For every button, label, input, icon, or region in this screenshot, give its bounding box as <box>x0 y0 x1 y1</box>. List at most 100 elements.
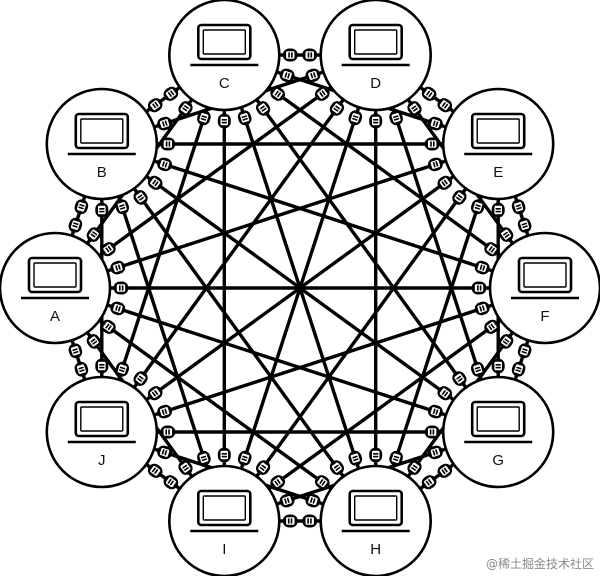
connector-G-I-a <box>427 445 443 460</box>
connector-A-J-b <box>74 361 89 377</box>
connector-C-G-b <box>452 371 467 386</box>
link-E-I <box>254 185 469 480</box>
connector-D-J-b <box>133 371 148 386</box>
connector-D-F-b <box>499 227 514 242</box>
connector-A-C-b <box>178 101 193 116</box>
connector-A-E-a <box>110 260 126 275</box>
connector-B-J-a <box>95 202 109 218</box>
connector-C-G-a <box>256 101 271 116</box>
connector-A-D-a <box>101 242 116 257</box>
connector-C-D-a <box>282 48 298 62</box>
connector-H-J-b <box>157 445 173 460</box>
connector-D-I-b <box>237 450 252 466</box>
connector-C-D-b <box>302 48 318 62</box>
connector-E-J-b <box>147 386 163 401</box>
connector-F-G-a <box>517 343 532 359</box>
connector-A-H-a <box>101 319 116 334</box>
link-B-I <box>116 193 210 472</box>
connector-H-I-a <box>302 514 318 528</box>
node-label: C <box>219 75 230 92</box>
connector-A-G-b <box>427 404 443 419</box>
connector-C-H-a <box>237 110 252 126</box>
connector-A-I-b <box>178 460 193 475</box>
connector-A-B-b <box>74 199 89 215</box>
connector-A-G-a <box>110 301 126 316</box>
connector-B-D-b <box>305 68 321 83</box>
link-C-F <box>266 84 504 259</box>
connector-D-E-b <box>437 98 453 113</box>
laptop-icon <box>341 23 410 67</box>
node-a: A <box>0 231 112 345</box>
node-g: G <box>441 375 555 489</box>
node-f: F <box>488 231 600 345</box>
connector-C-E-a <box>279 68 295 83</box>
connector-G-H-b <box>421 475 437 490</box>
connector-B-I-a <box>115 199 130 215</box>
connector-E-I-b <box>256 460 271 475</box>
connector-C-F-a <box>270 86 286 101</box>
node-label: I <box>222 541 226 558</box>
connector-F-H-b <box>407 460 422 475</box>
connector-A-F-a <box>113 281 129 295</box>
connector-B-E-a <box>160 137 176 151</box>
node-e: E <box>441 87 555 201</box>
node-label: F <box>540 308 549 325</box>
link-A-D <box>96 84 334 259</box>
node-label: B <box>97 164 107 181</box>
connector-H-J-a <box>305 493 321 508</box>
node-label: A <box>50 308 60 325</box>
connector-G-J-b <box>160 425 176 439</box>
connector-B-H-a <box>133 190 148 205</box>
connector-C-E-b <box>427 116 443 131</box>
connector-A-E-b <box>427 157 443 172</box>
connector-B-I-b <box>197 450 211 466</box>
connector-D-H-b <box>369 447 383 463</box>
laptop-icon <box>67 400 136 444</box>
connector-F-G-b <box>511 361 526 377</box>
connector-B-C-b <box>163 86 179 101</box>
laptop-icon <box>67 112 136 156</box>
connector-B-G-a <box>147 175 163 190</box>
link-A-H <box>96 317 334 492</box>
connector-B-H-b <box>329 460 344 475</box>
connector-A-C-a <box>86 227 101 242</box>
laptop-icon <box>190 489 259 533</box>
link-C-J <box>116 104 210 383</box>
laptop-icon <box>21 256 89 300</box>
connector-E-G-b <box>491 358 505 374</box>
laptop-icon <box>464 112 533 156</box>
connector-A-F-b <box>471 281 487 295</box>
connector-C-J-a <box>197 110 211 126</box>
node-i: I <box>168 464 281 576</box>
connector-C-I-b <box>217 447 231 463</box>
connector-E-H-b <box>389 450 403 466</box>
link-D-J <box>131 96 346 391</box>
node-label: G <box>492 452 504 469</box>
connector-C-I-a <box>217 113 231 129</box>
node-label: J <box>98 452 106 469</box>
laptop-icon <box>341 489 410 533</box>
connector-E-G-a <box>491 202 505 218</box>
connector-I-J-b <box>147 463 163 478</box>
link-D-G <box>390 104 484 383</box>
connector-C-F-b <box>484 242 499 257</box>
connector-G-I-b <box>279 493 295 508</box>
connector-A-J-a <box>68 343 83 359</box>
connector-B-F-a <box>157 157 173 172</box>
connector-B-E-b <box>424 137 440 151</box>
link-F-I <box>266 317 504 492</box>
links-layer <box>69 53 531 523</box>
connector-E-J-a <box>437 175 453 190</box>
connector-B-G-b <box>437 386 453 401</box>
connector-B-D-a <box>157 116 173 131</box>
connector-F-H-a <box>499 334 514 349</box>
connector-E-I-a <box>452 190 467 205</box>
link-F-J <box>151 302 496 418</box>
laptop-icon <box>511 256 579 300</box>
watermark: @稀土掘金技术社区 <box>485 557 594 571</box>
connector-F-J-a <box>474 301 490 316</box>
node-c: C <box>168 0 281 112</box>
connector-E-F-a <box>511 199 526 215</box>
link-E-J <box>143 173 457 403</box>
